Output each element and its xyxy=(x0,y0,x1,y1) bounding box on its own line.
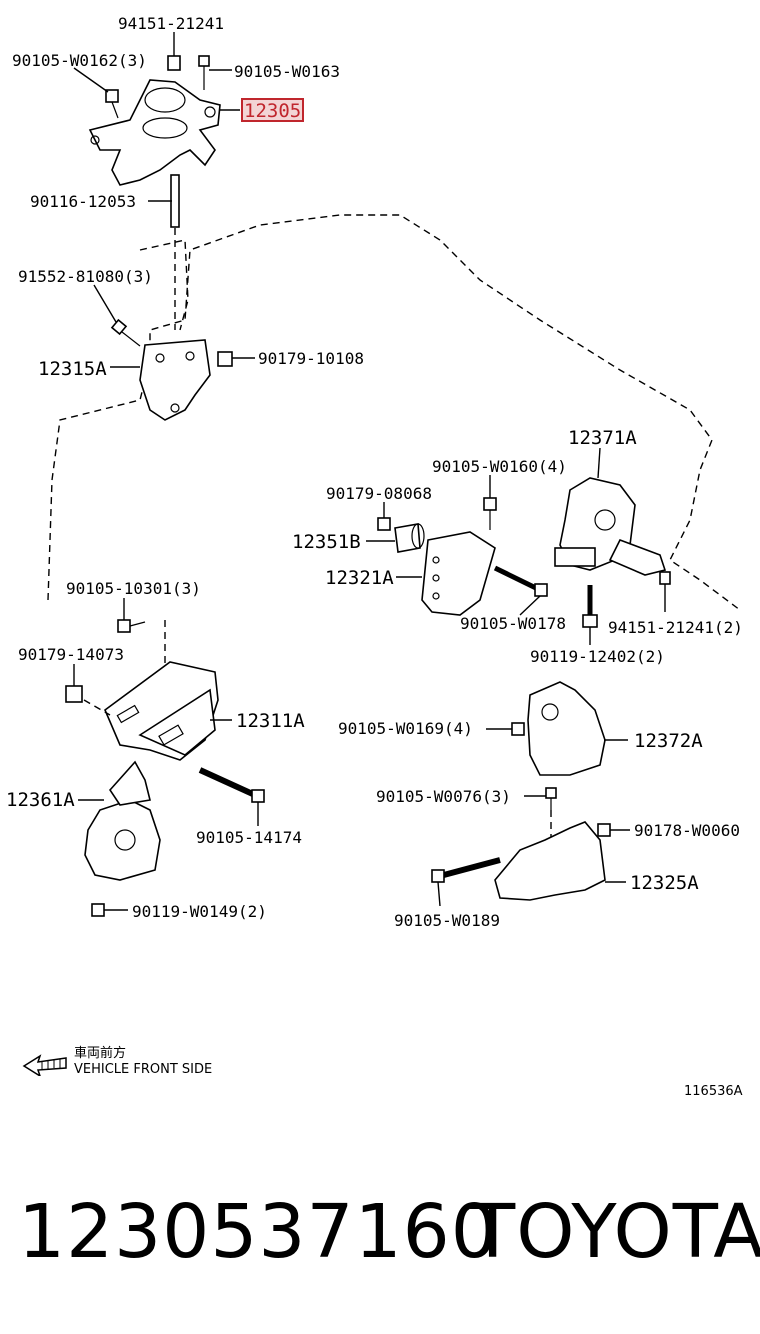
bracket-12315A[interactable] xyxy=(139,339,211,421)
label-90105-W0178: 90105-W0178 xyxy=(460,614,566,633)
leader-lines xyxy=(73,32,666,911)
label-90105-W0160: 90105-W0160(4) xyxy=(432,457,567,476)
label-90105-W0163: 90105-W0163 xyxy=(234,62,340,81)
mount-12371A[interactable] xyxy=(554,477,667,576)
nut-90179-08068 xyxy=(377,517,391,531)
footer-brand: TOYOTA xyxy=(470,1189,760,1275)
label-12315A: 12315A xyxy=(38,358,107,380)
label-12371A: 12371A xyxy=(568,427,637,449)
bolt-90105-W0160 xyxy=(483,497,497,530)
bolt-90105-W0189 xyxy=(431,857,501,883)
bolt-90105-W0169 xyxy=(511,722,525,736)
bolt-90105-W0163 xyxy=(198,55,210,90)
label-12311A: 12311A xyxy=(236,710,305,732)
bracket-12321A[interactable] xyxy=(421,531,496,616)
bolt-90105-10301 xyxy=(117,619,146,633)
bracket-12311A[interactable] xyxy=(104,661,219,761)
label-90105-W0076: 90105-W0076(3) xyxy=(376,787,511,806)
mount-12361A[interactable] xyxy=(84,760,161,881)
highlight-box-12305 xyxy=(241,98,304,122)
label-12325A: 12325A xyxy=(630,872,699,894)
label-94151-21241-2: 94151-21241(2) xyxy=(608,618,743,637)
arrow-left-icon xyxy=(22,1054,67,1076)
label-90105-14174: 90105-14174 xyxy=(196,828,302,847)
label-12305[interactable]: 12305 xyxy=(244,100,301,122)
footer-part-number: 1230537160 xyxy=(18,1189,499,1275)
engine-mount-12305[interactable] xyxy=(88,79,221,186)
label-90178-W0060: 90178-W0060 xyxy=(634,821,740,840)
bolt-94151-21241 xyxy=(167,55,181,71)
label-12361A: 12361A xyxy=(6,789,75,811)
label-91552-81080: 91552-81080(3) xyxy=(18,267,153,286)
bushing-12351B[interactable] xyxy=(394,523,425,553)
legend-japanese: 車両前方 xyxy=(74,1046,127,1061)
label-90119-12402: 90119-12402(2) xyxy=(530,647,665,666)
nut-90178-W0060 xyxy=(597,823,611,837)
bolt-90119-12402 xyxy=(582,585,598,628)
bolt-90105-W0076 xyxy=(545,787,557,810)
label-90116-12053: 90116-12053 xyxy=(30,192,136,211)
figure-code: 116536A xyxy=(684,1084,743,1099)
legend-english: VEHICLE FRONT SIDE xyxy=(74,1062,213,1077)
nut-90179-14073 xyxy=(65,685,83,703)
label-90179-08068: 90179-08068 xyxy=(326,484,432,503)
label-90105-W0169: 90105-W0169(4) xyxy=(338,719,473,738)
bracket-12325A[interactable] xyxy=(494,821,606,901)
label-94151-21241: 94151-21241 xyxy=(118,14,224,33)
bolt-90105-W0178 xyxy=(493,565,548,597)
label-12321A: 12321A xyxy=(325,567,394,589)
label-90105-W0189: 90105-W0189 xyxy=(394,911,500,930)
label-90179-14073: 90179-14073 xyxy=(18,645,124,664)
bolt-90105-W0162 xyxy=(105,89,119,119)
label-12372A: 12372A xyxy=(634,730,703,752)
bolt-94151-21241-2 xyxy=(659,571,671,585)
engine-outline-inner xyxy=(139,239,189,331)
label-90179-10108: 90179-10108 xyxy=(258,349,364,368)
label-90105-10301: 90105-10301(3) xyxy=(66,579,201,598)
label-90105-W0162: 90105-W0162(3) xyxy=(12,51,147,70)
bolt-90105-14174 xyxy=(198,767,265,803)
bolt-90119-W0149 xyxy=(91,903,105,917)
label-12351B: 12351B xyxy=(292,531,361,553)
mount-12372A[interactable] xyxy=(527,681,606,776)
nut-90179-10108 xyxy=(217,351,233,367)
label-90119-W0149: 90119-W0149(2) xyxy=(132,902,267,921)
bolt-91552-81080 xyxy=(110,318,141,347)
stud-90116-12053 xyxy=(170,174,180,228)
